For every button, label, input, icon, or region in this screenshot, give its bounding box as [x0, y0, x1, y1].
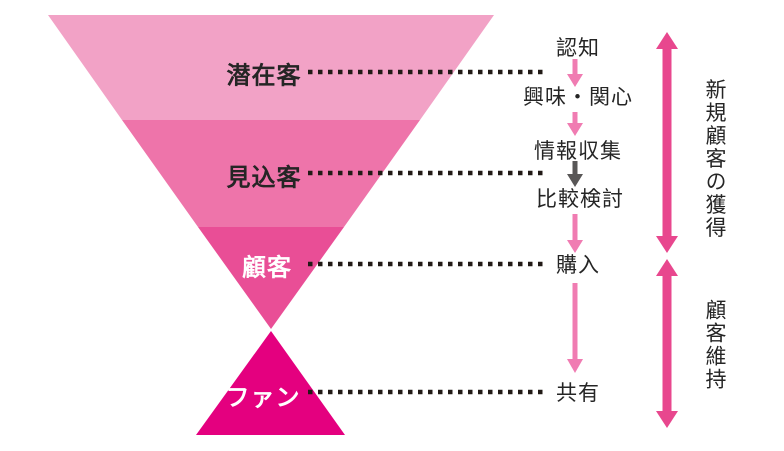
stage-label-customer: 顧客: [242, 254, 292, 282]
down-arrow-icon: [567, 214, 583, 253]
stage-label-potential: 潜在客: [226, 62, 302, 90]
funnel-stage-prospect-shape: [122, 120, 420, 227]
stage-label-fan: ファン: [225, 384, 301, 412]
down-arrow-icon: [567, 283, 583, 373]
step-label-research: 情報収集: [534, 140, 622, 163]
stage-label-prospect: 見込客: [226, 164, 302, 192]
funnel-stage-fan-shape: [196, 331, 345, 435]
double-arrow-icon: [656, 32, 678, 253]
down-arrow-icon: [567, 59, 583, 87]
step-label-comparison: 比較検討: [536, 188, 624, 211]
phase-label-retention: 顧客維持: [703, 299, 726, 391]
down-arrow-gray-icon: [567, 161, 583, 187]
double-arrow-icon: [656, 259, 678, 428]
phase-label-acquisition: 新規顧客の獲得: [703, 78, 726, 240]
step-label-share: 共有: [556, 382, 600, 405]
down-arrow-icon: [567, 112, 583, 136]
step-label-purchase: 購入: [556, 254, 600, 277]
funnel-stage-potential-shape: [48, 15, 494, 120]
funnel-stage-customer-shape: [198, 227, 344, 329]
step-label-interest: 興味・関心: [523, 86, 633, 109]
step-label-awareness: 認知: [556, 37, 600, 60]
